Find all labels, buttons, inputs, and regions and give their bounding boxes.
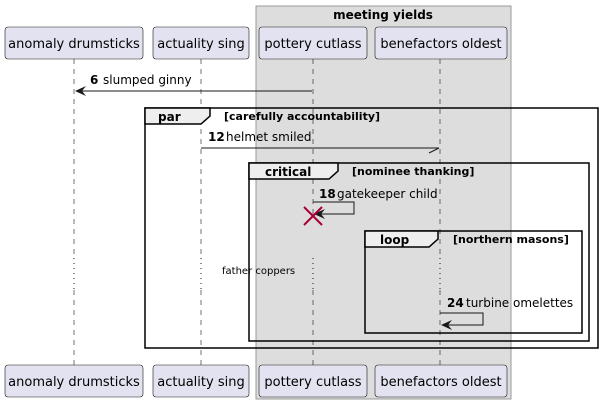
- message-number: 18: [319, 187, 336, 201]
- participant-foot-actuality-sing[interactable]: actuality sing: [152, 364, 250, 398]
- frame-par-tab: [144, 107, 211, 125]
- message-text: helmet smiled: [226, 130, 312, 144]
- participant-label: pottery cutlass: [264, 37, 361, 52]
- frame-condition: [nominee thanking]: [352, 165, 474, 178]
- message-number: 6: [90, 73, 98, 87]
- message-24: 24 turbine omelettes: [440, 296, 573, 330]
- participant-group-box: [255, 5, 512, 400]
- frame-condition: [carefully accountability]: [224, 110, 380, 123]
- participant-label: anomaly drumsticks: [8, 375, 140, 390]
- frame-loop-tab: [364, 230, 439, 248]
- message-text: gatekeeper child: [337, 187, 438, 201]
- frame-loop: loop [northern masons]: [364, 230, 583, 334]
- participant-head-benefactors-oldest[interactable]: benefactors oldest: [374, 26, 508, 60]
- message-text: turbine omelettes: [466, 296, 573, 310]
- lifelines: [73, 59, 441, 365]
- participant-head-pottery-cutlass[interactable]: pottery cutlass: [258, 26, 368, 60]
- participant-group-title: meeting yields: [333, 8, 433, 22]
- participant-head-actuality-sing[interactable]: actuality sing: [152, 26, 250, 60]
- frame-keyword: loop: [380, 233, 410, 247]
- frame-par-border: [144, 107, 599, 349]
- participant-label: pottery cutlass: [264, 375, 361, 390]
- frame-condition: [northern masons]: [453, 233, 569, 246]
- message-self-loop: [313, 201, 355, 215]
- frame-par: par [carefully accountability]: [144, 107, 599, 349]
- participant-label: benefactors oldest: [380, 375, 501, 390]
- message-18: 18 gatekeeper child: [313, 187, 438, 219]
- participant-foot-pottery-cutlass[interactable]: pottery cutlass: [258, 364, 368, 398]
- participant-label: benefactors oldest: [380, 37, 501, 52]
- participant-head-anomaly-drumsticks[interactable]: anomaly drumsticks: [4, 26, 144, 60]
- participant-label: actuality sing: [157, 375, 244, 390]
- participant-foot-anomaly-drumsticks[interactable]: anomaly drumsticks: [4, 364, 144, 398]
- message-text: slumped ginny: [103, 73, 192, 87]
- message-self-loop: [440, 312, 484, 326]
- message-6: 6 slumped ginny: [75, 73, 312, 96]
- message-number: 12: [208, 130, 225, 144]
- frame-loop-border: [364, 230, 583, 334]
- frame-keyword: par: [158, 110, 181, 124]
- participant-foot-benefactors-oldest[interactable]: benefactors oldest: [374, 364, 508, 398]
- half-arrowhead-icon: [428, 147, 440, 154]
- participant-label: actuality sing: [157, 37, 244, 52]
- arrowhead-icon: [75, 86, 86, 96]
- delay-segments: [73, 258, 441, 290]
- frame-critical-border: [248, 162, 590, 342]
- delay-label: father coppers: [222, 266, 295, 277]
- message-number: 24: [447, 296, 464, 310]
- arrowhead-icon: [314, 209, 325, 219]
- frame-critical: critical [nominee thanking]: [248, 162, 590, 342]
- frame-keyword: critical: [265, 165, 311, 179]
- message-12: 12 helmet smiled: [201, 130, 440, 154]
- participant-label: anomaly drumsticks: [8, 37, 140, 52]
- arrowhead-icon: [441, 320, 452, 330]
- destroy-icon: [303, 206, 323, 226]
- frame-critical-tab: [248, 162, 339, 180]
